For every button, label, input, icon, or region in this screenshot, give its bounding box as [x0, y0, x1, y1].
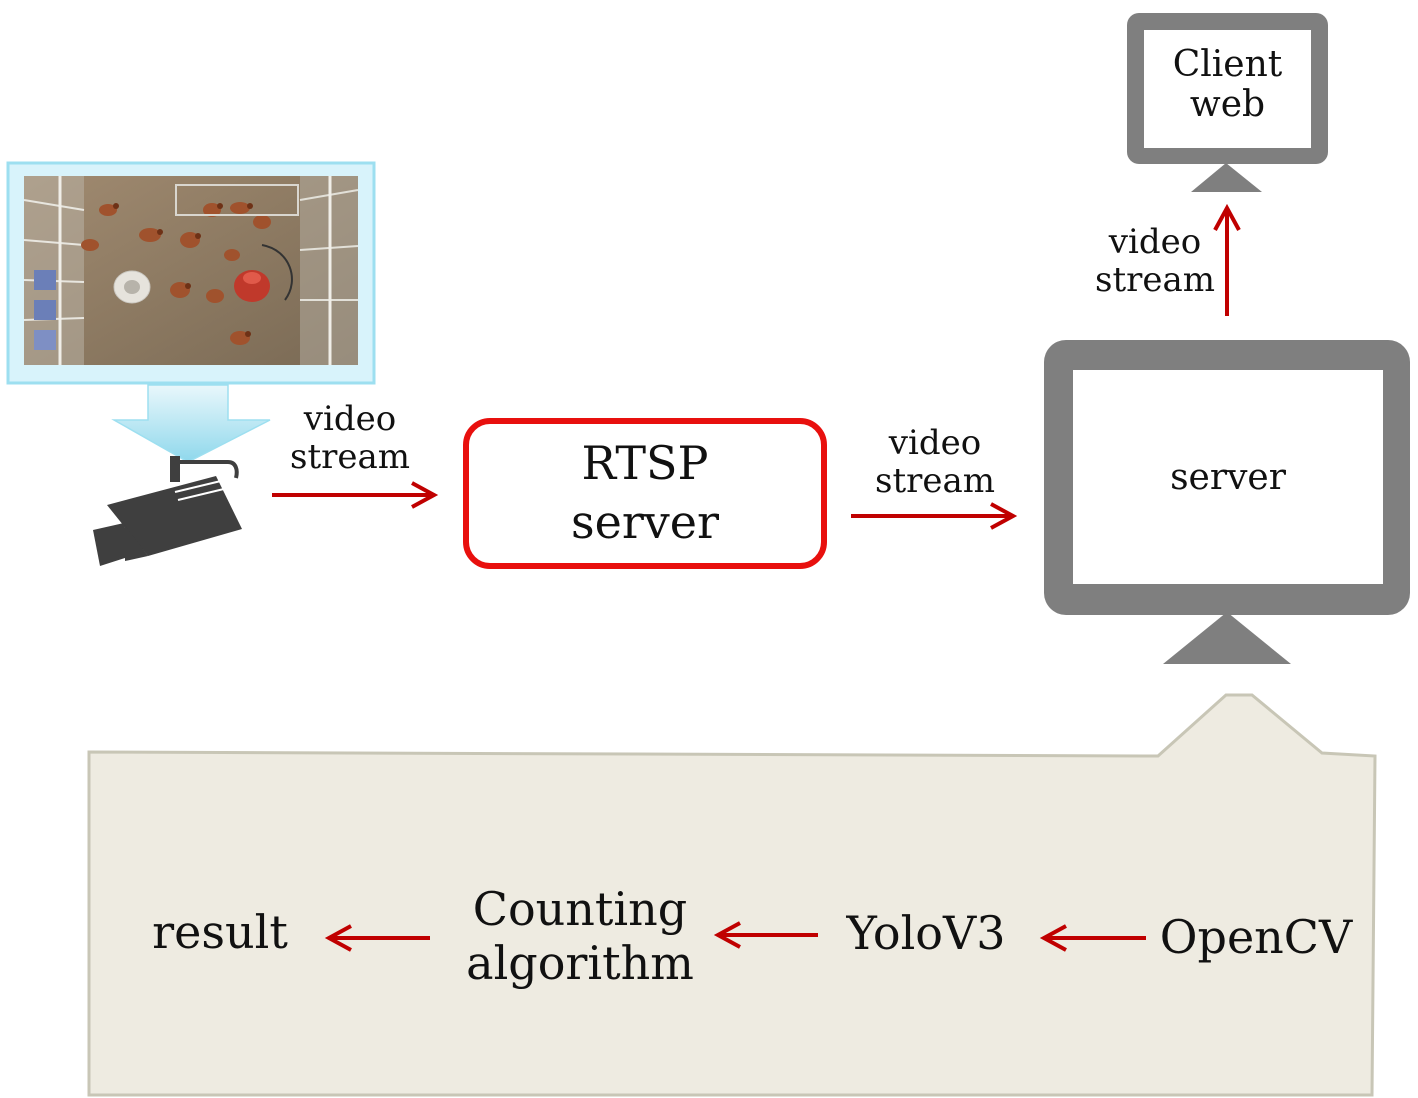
arrow-rtsp-to-server: [851, 502, 1018, 530]
video-stream-label-camera: video stream: [270, 400, 430, 476]
video-stream-line2: stream: [1095, 260, 1215, 301]
counting-line2: algorithm: [466, 936, 694, 991]
cctv-camera-icon: [93, 456, 242, 566]
camera-preview-image: [23, 176, 359, 365]
rtsp-label-line1: RTSP: [581, 436, 709, 490]
video-stream-line2: stream: [875, 461, 995, 502]
arrow-server-to-client: [1213, 203, 1241, 316]
client-web-label: Client web: [1144, 44, 1311, 126]
counting-line1: Counting: [472, 882, 688, 936]
arrow-camera-to-rtsp: [272, 481, 439, 509]
video-stream-line2: stream: [290, 437, 410, 478]
opencv-label: OpenCV: [1159, 910, 1353, 964]
preview-down-arrow: [111, 384, 271, 463]
client-monitor-icon: [1127, 13, 1328, 192]
rtsp-label-line2: server: [570, 494, 720, 549]
result-label: result: [152, 905, 288, 959]
client-web-line1: Client: [1172, 44, 1283, 85]
rtsp-server-box: [463, 418, 827, 569]
video-stream-label-client: video stream: [1075, 223, 1235, 299]
video-stream-line1: video: [1108, 222, 1202, 262]
video-stream-line1: video: [888, 423, 982, 463]
client-web-line2: web: [1189, 84, 1266, 126]
yolov3-label: YoloV3: [846, 906, 1006, 960]
arrow-opencv-to-yolo: [1039, 924, 1146, 952]
server-label: server: [1170, 457, 1286, 498]
arrow-counting-to-result: [324, 924, 430, 952]
rtsp-server-label: RTSP server: [466, 434, 824, 552]
counting-algorithm-label: Counting algorithm: [440, 882, 720, 991]
arrow-yolo-to-counting: [713, 921, 818, 949]
server-monitor-icon: [1044, 340, 1410, 664]
video-stream-line1: video: [303, 399, 397, 439]
pipeline-callout-panel: [87, 693, 1377, 1097]
video-stream-label-rtsp: video stream: [855, 424, 1015, 500]
